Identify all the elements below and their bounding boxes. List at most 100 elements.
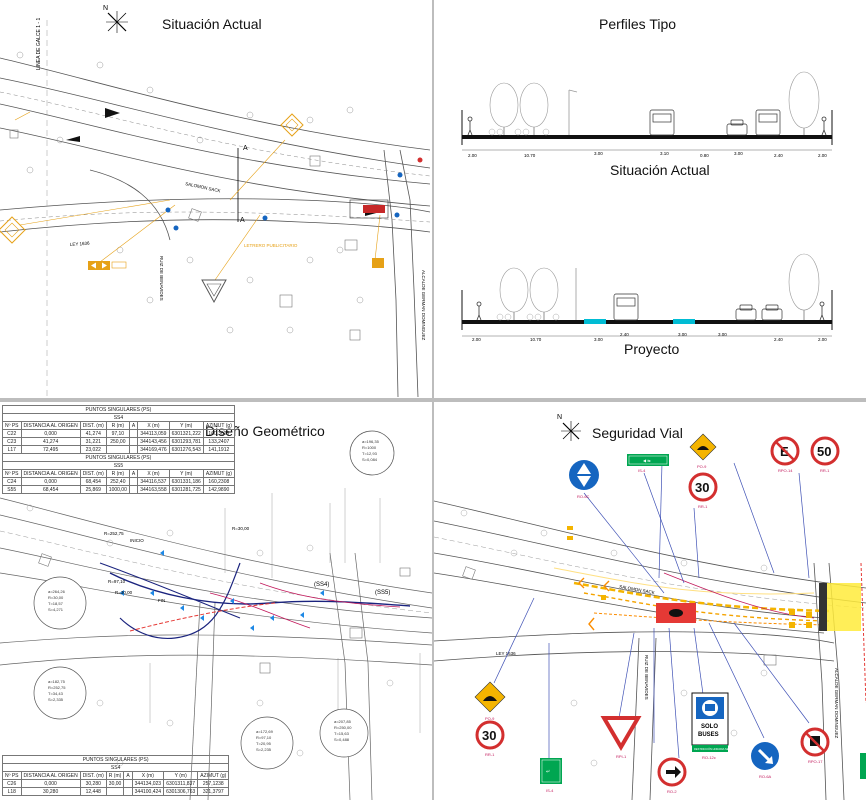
svg-text:a=264,26: a=264,26 [48,589,66,594]
small-orange-sign-icon [372,258,384,268]
sign-rpo14-no-parking-icon: E RPO-14 [770,436,800,473]
yellow-diamond-sign-icon [280,113,304,137]
table-header: X (m) [137,469,170,478]
sign-rr1-50-icon: 50 RR-1 [810,436,840,473]
table-title: PUNTOS SINGULARES (PS) [2,453,235,462]
svg-text:R=97,10: R=97,10 [256,735,272,740]
street-label-sack: SALOMON SACK [619,584,655,595]
speed-value: 50 [817,444,831,459]
table-header: AZIMUT (g) [197,771,230,780]
svg-text:S=0,488: S=0,488 [334,737,350,742]
table-header: A [128,469,139,478]
svg-text:a=182,75: a=182,75 [48,679,66,684]
sign-ro6c-icon: RO-6C [569,460,599,499]
table-cell: 6301311,837 [163,779,199,788]
sign-is4-green-icon: ◀ ⇆ IS-4 [627,454,669,473]
table-singular-points-top: PUNTOS SINGULARES (PS) SS4 Nº PS DISTANC… [2,405,235,494]
sign-text-buses: BUSES [698,732,719,738]
svg-text:N: N [103,5,108,12]
label-ss4: (SS4) [314,582,329,588]
sign-label: RPO-14 [778,468,793,473]
dim-proyecto-5: 3.00 [718,332,727,337]
dim-actual-0: 2.00 [468,153,477,158]
label-fin: FIN [158,598,165,603]
table-header: DISTANCIA AL ORIGEN [20,771,81,780]
table-cell: 141,1912 [202,445,235,454]
sign-label: RO-2 [667,789,677,794]
street-label-alcalde: ALCALDE GERMAN DOMINGUEZ [421,270,426,341]
sign-is4-green-icon: ↵ IS-4 [540,758,562,793]
table-cell: 0,000 [20,779,81,788]
dim-proyecto-1: 10.70 [530,337,542,342]
table-cell: 142,9890 [202,485,235,494]
table-cell: C22 [2,429,22,438]
svg-text:R=30,00: R=30,00 [48,595,64,600]
title-diseno-geometrico: Diseño Geométrico [205,423,325,439]
sign-text-restriction: RESTRICCIÓN HORARIA SEGÚN DECRETO [694,746,748,751]
sign-label: RPO-17 [808,759,823,764]
table-header: Nº PS [2,421,22,430]
table-singular-points-bottom: PUNTOS SINGULARES (PS) SS4 Nº PS DISTANC… [1,755,230,796]
title-perfiles-tipo: Perfiles Tipo [599,16,677,32]
alignment-curve [99,562,241,619]
table-header: Y (m) [168,469,204,478]
pedestrian-icon [476,301,825,321]
table-subtitle: SS4 [1,763,230,772]
title-situacion-actual: Situación Actual [162,16,262,32]
cross-section-profiles: 2.00 10.70 3.00 3.10 0.80 3.00 2.40 2.00 [461,71,833,342]
svg-text:N: N [557,414,562,421]
sign-label: RPI-1 [616,754,627,759]
cut-label-top: A [243,145,248,152]
table-cell: 97,10 [105,429,130,438]
svg-text:R=250,00: R=250,00 [334,725,352,730]
table-cell: 1000,00 [105,485,130,494]
street-label-alcalde: ALCALDE GERMAN DOMINGUEZ [834,668,839,739]
sign-label: IS-4 [638,468,646,473]
sign-label: RR-1 [820,468,830,473]
dim-actual-7: 2.00 [818,153,827,158]
table-cell: 160,3023 [202,429,235,438]
bus-lane-marking [573,581,830,613]
panel-diseno-geometrico: (SS4) (SS5) R=252,75 R=30,00 R=97,10 R=3… [0,403,432,800]
sign-label: RO-6A [759,774,772,779]
table-header: DIST. (m) [79,421,107,430]
label-inicio: INICIO [130,538,144,543]
table-cell: 23,022 [79,445,107,454]
profile-proyecto: 2.00 10.70 3.00 2.40 3.00 3.00 2.40 2.00 [461,253,833,342]
table-title: PUNTOS SINGULARES (PS) [1,755,230,764]
street-label-ruiz: RUIZ DE BENAVIDES [644,655,649,700]
table-header: DISTANCIA AL ORIGEN [20,469,81,478]
table-cell: 344143,456 [137,437,170,446]
sign-label: PO-9 [485,716,495,721]
label-r1: R=252,75 [104,531,124,536]
dim-proyecto-2: 3.00 [594,337,603,342]
car-icon [726,119,748,136]
table-cell: 6301276,543 [168,445,204,454]
alignment-ss5 [119,562,241,640]
svg-text:R=252,75: R=252,75 [48,685,66,690]
panel-perfiles-tipo: 2.00 10.70 3.00 3.10 0.80 3.00 2.40 2.00 [434,0,866,397]
bus-icon [613,293,639,321]
dim-proyecto-6: 2.40 [774,337,783,342]
sign-rpo17-icon: RPO-17 [800,727,830,764]
table-cell: 68,454 [20,485,81,494]
svg-text:S=4,271: S=4,271 [48,607,64,612]
table-header: Nº PS [2,771,22,780]
sign-label: RR-1 [485,752,495,757]
table-cell [128,477,139,486]
svg-text:T=12,93: T=12,93 [362,451,378,456]
table-header: Nº PS [2,469,22,478]
svg-text:T=34,43: T=34,43 [48,691,64,696]
sign-label: IS-4 [546,788,554,793]
table-header: A [128,421,139,430]
plan-geometric-design: (SS4) (SS5) R=252,75 R=30,00 R=97,10 R=3… [0,430,432,800]
svg-text:a=196,35: a=196,35 [362,439,380,444]
street-label-ley: LEY 1636 [70,241,90,247]
dim-proyecto-0: 2.00 [472,337,481,342]
profile-actual: 2.00 10.70 3.00 3.10 0.80 3.00 2.40 2.00 [461,71,833,158]
yellow-diamond-sign-icon [0,216,26,244]
